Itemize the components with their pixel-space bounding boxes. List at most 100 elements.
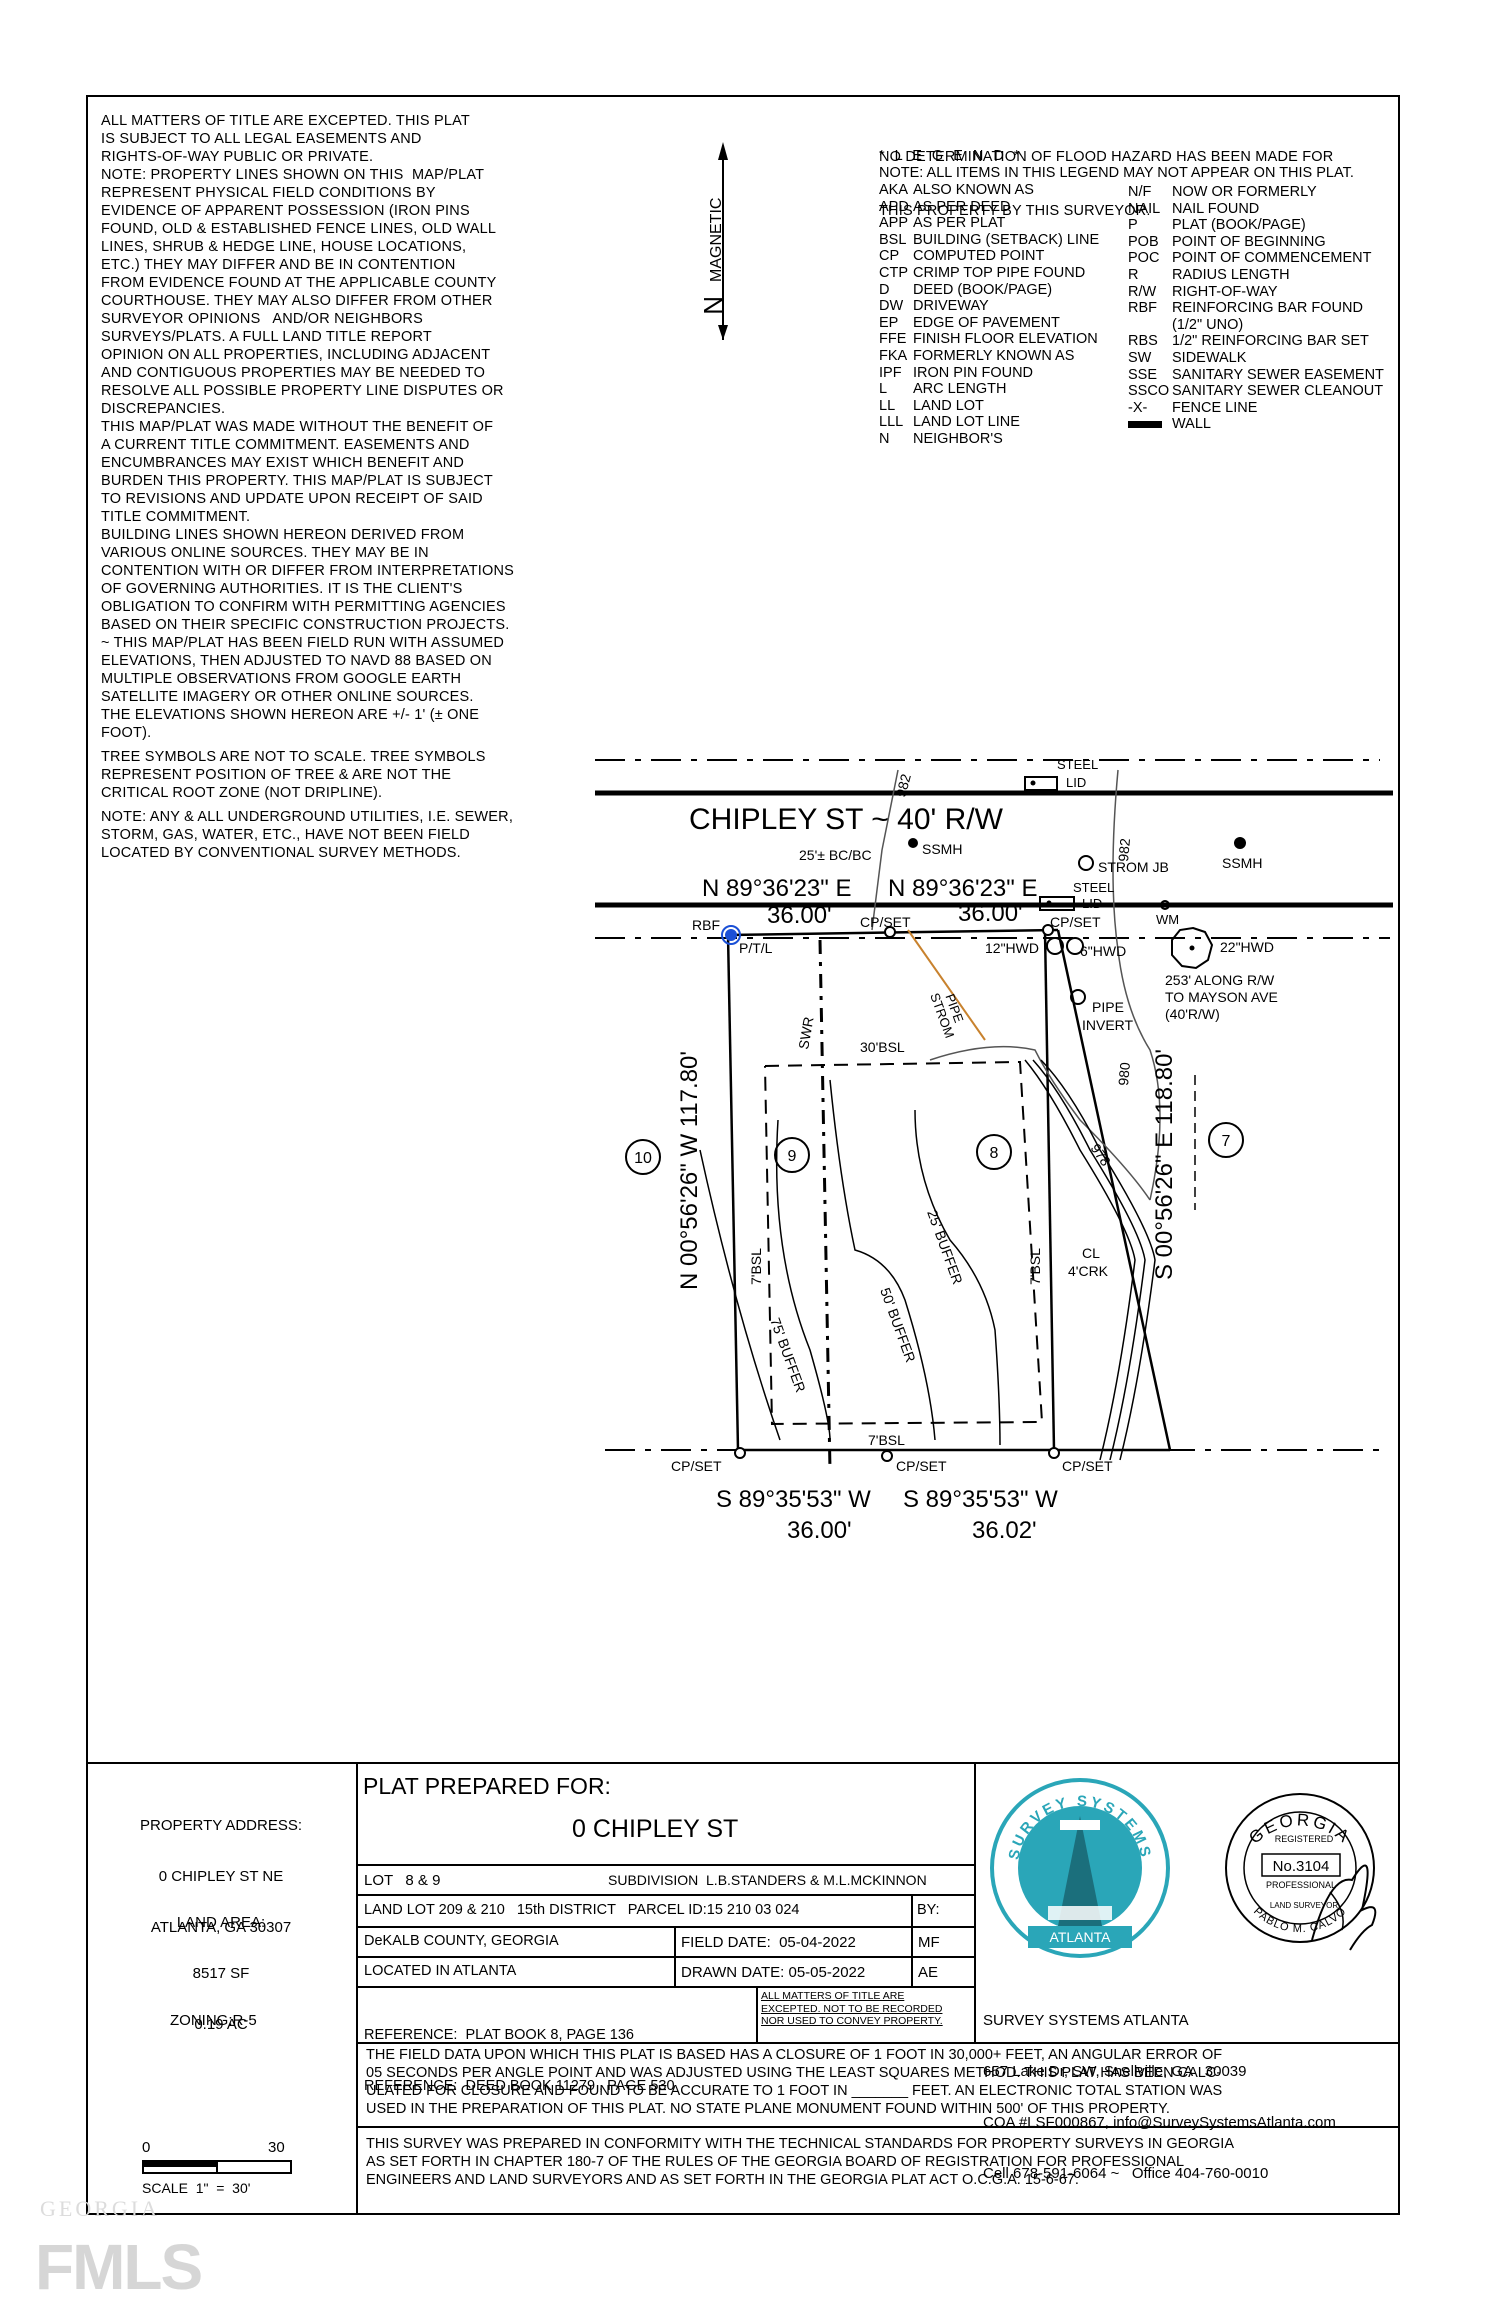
- seal-land-surveyor: LAND SURVEYOR: [1270, 1901, 1339, 1910]
- legend-desc: SANITARY SEWER CLEANOUT: [1172, 383, 1384, 400]
- note-line: IS SUBJECT TO ALL LEGAL EASEMENTS AND: [101, 131, 422, 147]
- note-line: OBLIGATION TO CONFIRM WITH PERMITTING AG…: [101, 599, 506, 615]
- legend-abbr: SSE: [1128, 366, 1158, 383]
- note-line: FOOT).: [101, 725, 152, 741]
- legend-abbr: N: [879, 430, 890, 447]
- wall-swatch-icon: [1128, 420, 1162, 428]
- buffer-75-label: 75' BUFFER: [767, 1316, 809, 1395]
- legend-abbr: L: [879, 381, 888, 398]
- east-bearing: S 00°56'26" E 118.80': [1151, 1049, 1178, 1280]
- bsl-7-east-label: 7'BSL: [1027, 1248, 1043, 1285]
- svg-text:TO MAYSON AVE: TO MAYSON AVE: [1165, 989, 1278, 1005]
- county: DeKALB COUNTY, GEORGIA: [364, 1933, 559, 1949]
- rbf-label: RBF: [692, 917, 720, 933]
- property-address-label: PROPERTY ADDRESS:: [140, 1817, 302, 1834]
- legend-desc: FINISH FLOOR ELEVATION: [913, 331, 1098, 348]
- note-line: LOCATED BY CONVENTIONAL SURVEY METHODS.: [101, 845, 461, 861]
- legend-desc: AS PER DEED: [913, 198, 1011, 215]
- north-bearing-left: N 89°36'23" E: [702, 875, 851, 902]
- lot-8-label: 8: [990, 1145, 999, 1162]
- conformity-note: THIS SURVEY WAS PREPARED IN CONFORMITY W…: [366, 2136, 1234, 2188]
- svg-text:4'CRK: 4'CRK: [1068, 1263, 1109, 1279]
- legend-desc: POINT OF BEGINNING: [1172, 233, 1326, 250]
- south-bearing-right: S 89°35'53" W: [903, 1486, 1058, 1513]
- cp-set-label-2: CP/SET: [1050, 914, 1101, 930]
- contour-982-label-1: 982: [892, 772, 914, 799]
- contour-982-label-2: 982: [1115, 837, 1133, 862]
- drawn-date: DRAWN DATE: 05-05-2022: [681, 1964, 866, 1981]
- by-label: BY:: [917, 1902, 940, 1918]
- svg-text:PIPE: PIPE: [1092, 999, 1124, 1015]
- land-lot-district-parcel: LAND LOT 209 & 210 15th DISTRICT PARCEL …: [364, 1902, 800, 1918]
- drawn-initials: AE: [918, 1964, 939, 1981]
- ssmh-east-label: SSMH: [1222, 855, 1262, 871]
- north-arrow-letter: N: [700, 296, 728, 315]
- drawing-border: [86, 95, 1400, 2215]
- cp-set-label-4: CP/SET: [896, 1458, 947, 1474]
- field-date: FIELD DATE: 05-04-2022: [681, 1934, 856, 1951]
- seal-registered: REGISTERED: [1275, 1834, 1334, 1844]
- svg-text:LID: LID: [1082, 896, 1102, 911]
- legend-title: * L E G E N D *: [879, 148, 1023, 164]
- legend-abbr: CP: [879, 248, 900, 265]
- legend-desc: BUILDING (SETBACK) LINE: [913, 231, 1100, 248]
- note-line: BURDEN THIS PROPERTY. THIS MAP/PLAT IS S…: [101, 473, 493, 489]
- legend-abbr: APP: [879, 215, 909, 232]
- legend-desc: WALL: [1172, 416, 1211, 433]
- bsl-30-label: 30'BSL: [860, 1039, 905, 1055]
- legend-abbr: DW: [879, 298, 904, 315]
- note-line: A CURRENT TITLE COMMITMENT. EASEMENTS AN…: [101, 437, 470, 453]
- note-line: OPINION ON ALL PROPERTIES, INCLUDING ADJ…: [101, 347, 491, 363]
- note-line: SATELLITE IMAGERY OR OTHER ONLINE SOURCE…: [101, 689, 474, 705]
- storm-jb-label: STROM JB: [1098, 859, 1169, 875]
- contour-978-label: 978: [1088, 1141, 1115, 1169]
- note-line: BASED ON THEIR SPECIFIC CONSTRUCTION PRO…: [101, 617, 510, 633]
- logo-bottom-text: ATLANTA: [1050, 1929, 1112, 1945]
- property-address-line-2: ATLANTA, GA 30307: [150, 1919, 292, 1936]
- cp-set-label-5: CP/SET: [1062, 1458, 1113, 1474]
- title-exception-note: ALL MATTERS OF TITLE ARE EXCEPTED. NOT T…: [761, 1990, 943, 2027]
- legend-abbr: [1128, 416, 1172, 433]
- scale-thirty: 30: [268, 2139, 285, 2156]
- land-area-ac: 0.19 AC: [194, 2016, 248, 2033]
- svg-text:(40'R/W): (40'R/W): [1165, 1006, 1220, 1022]
- note-line: TO REVISIONS AND UPDATE UPON RECEIPT OF …: [101, 491, 483, 507]
- site-plan: CHIPLEY ST ~ 40' R/W N 89°36'23" E N 89°…: [595, 757, 1393, 1544]
- legend-desc: IRON PIN FOUND: [913, 364, 1034, 381]
- swr-label: SWR: [795, 1016, 816, 1051]
- reference-deed: REFERENCE: DEED BOOK 11279 , PAGE 530: [364, 2078, 675, 2094]
- note-line: ETC.) THEY MAY DIFFER AND BE IN CONTENTI…: [101, 257, 456, 273]
- note-line: TITLE COMMITMENT.: [101, 509, 251, 525]
- south-distance-right: 36.02': [972, 1517, 1037, 1544]
- legend-desc: EDGE OF PAVEMENT: [913, 314, 1060, 331]
- lot-9-label: 9: [788, 1148, 797, 1165]
- note-line: MULTIPLE OBSERVATIONS FROM GOOGLE EARTH: [101, 671, 462, 687]
- legend-desc: 1/2" REINFORCING BAR SET: [1172, 333, 1369, 350]
- field-initials: MF: [918, 1934, 940, 1951]
- ssmh-label: SSMH: [922, 841, 962, 857]
- firm-coa-email: COA #LSF000867, info@SurveySystemsAtlant…: [983, 2114, 1336, 2131]
- svg-text:INVERT: INVERT: [1082, 1017, 1134, 1033]
- lot-10-label: 10: [634, 1150, 652, 1167]
- note-line: BUILDING LINES SHOWN HEREON DERIVED FROM: [101, 527, 465, 543]
- general-notes: ALL MATTERS OF TITLE ARE EXCEPTED. THIS …: [101, 112, 514, 862]
- legend-abbr: NAIL: [1128, 200, 1161, 217]
- flood-note: NO DETERMINATION OF FLOOD HAZARD HAS BEE…: [879, 112, 1333, 238]
- note-line: AND CONTIGUOUS PROPERTIES MAY BE NEEDED …: [101, 365, 486, 381]
- hwd-12-label: 12"HWD: [985, 940, 1039, 956]
- flood-note-line-2: THIS PROPERTY BY THIS SURVEYOR.: [879, 203, 1151, 219]
- pipe-invert-label: PIPE INVERT: [1082, 999, 1134, 1033]
- legend-desc: CRIMP TOP PIPE FOUND: [913, 264, 1086, 281]
- legend-desc: ALSO KNOWN AS: [913, 182, 1034, 198]
